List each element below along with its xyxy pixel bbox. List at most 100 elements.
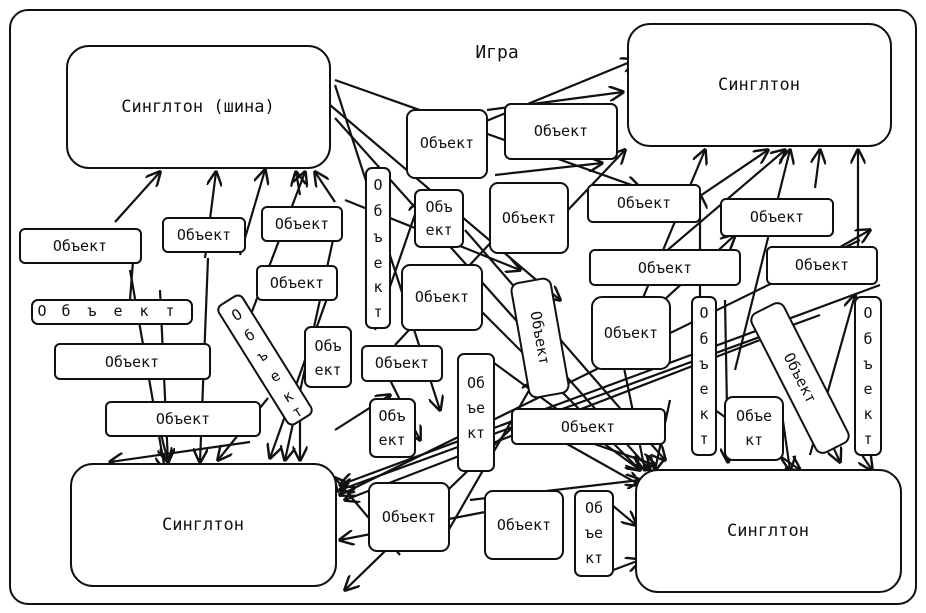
- object-28-letter-4: е: [863, 380, 872, 398]
- object-28: О б ъ е к т: [854, 296, 882, 456]
- object-14: Объект: [401, 264, 483, 331]
- object-26-letter-5: к: [373, 278, 382, 296]
- object-8: Объект: [504, 103, 618, 160]
- object-4: Объект: [256, 265, 338, 301]
- object-21: Объ ект: [304, 326, 352, 388]
- object-19-label: Объект: [497, 516, 551, 534]
- object-21-line-2: ект: [314, 361, 341, 379]
- object-29-letter-1: О: [37, 302, 46, 320]
- object-10-label: Объект: [617, 194, 671, 212]
- object-29-letter-6: т: [165, 302, 174, 320]
- object-15: Объект: [591, 296, 671, 370]
- arrow-49: [340, 313, 821, 490]
- object-26-letter-4: е: [373, 254, 382, 272]
- object-31: Объект: [510, 277, 570, 399]
- arrow-32: [733, 150, 790, 371]
- object-28-letter-6: т: [863, 430, 872, 448]
- object-16: Объект: [361, 345, 443, 382]
- object-27: О б ъ е к т: [691, 296, 717, 456]
- arrow-57: [862, 455, 872, 470]
- object-14-label: Объект: [415, 288, 469, 306]
- arrow-27: [494, 163, 602, 177]
- object-22-line-1: Объ: [378, 407, 405, 425]
- object-26-letter-1: О: [373, 176, 382, 194]
- object-26: О б ъ е к т: [365, 167, 391, 329]
- object-3-label: Объект: [275, 215, 329, 233]
- singleton-bottom-left-label: Синглтон: [162, 515, 244, 535]
- object-5-label: Объект: [105, 353, 159, 371]
- object-23-line-1: Объе: [736, 407, 772, 425]
- object-27-letter-2: б: [699, 330, 708, 348]
- object-25-line-1: Об: [585, 499, 603, 517]
- object-1-label: Объект: [53, 237, 107, 255]
- object-23-line-2: кт: [745, 431, 763, 449]
- object-27-letter-3: ъ: [699, 355, 708, 373]
- object-19: Объект: [484, 490, 564, 560]
- object-20: Объ ект: [414, 189, 464, 248]
- singleton-bottom-left: Синглтон: [70, 463, 337, 587]
- object-12-label: Объект: [638, 259, 692, 277]
- object-7-label: Объект: [420, 134, 474, 152]
- arrow-24: [110, 440, 251, 462]
- object-29-letter-4: е: [113, 302, 122, 320]
- object-18: Объект: [368, 482, 450, 552]
- arrow-11: [243, 172, 305, 331]
- arrow-1: [114, 172, 160, 223]
- object-29-letter-5: к: [139, 302, 148, 320]
- object-6-label: Объект: [156, 410, 210, 428]
- singleton-top-left: Синглтон (шина): [66, 45, 331, 169]
- object-2-label: Объект: [177, 226, 231, 244]
- object-32: Объект: [750, 302, 850, 454]
- arrow-60: [559, 439, 640, 485]
- object-15-label: Объект: [604, 324, 658, 342]
- singleton-bottom-right: Синглтон: [635, 469, 902, 593]
- object-10: Объект: [587, 184, 701, 223]
- object-9: Объект: [489, 182, 569, 254]
- arrow-5: [315, 172, 336, 203]
- arrow-13: [270, 289, 332, 458]
- object-20-line-2: ект: [425, 221, 452, 239]
- singleton-top-right: Синглтон: [627, 23, 892, 147]
- object-23: Объе кт: [724, 396, 784, 461]
- object-29-letter-3: ъ: [87, 302, 96, 320]
- object-21-line-1: Объ: [314, 337, 341, 355]
- singleton-bottom-right-label: Синглтон: [727, 521, 809, 541]
- game-frame: [9, 9, 917, 605]
- object-25-line-2: ъе: [585, 524, 603, 542]
- object-28-letter-3: ъ: [863, 355, 872, 373]
- object-18-label: Объект: [382, 508, 436, 526]
- object-1: Объект: [19, 228, 142, 264]
- object-25-line-3: кт: [585, 549, 603, 567]
- object-13: Объект: [766, 246, 878, 285]
- object-27-letter-1: О: [699, 304, 708, 322]
- object-11: Объект: [720, 198, 834, 237]
- arrow-31: [649, 150, 785, 266]
- object-8-label: Объект: [534, 122, 588, 140]
- object-29-letter-2: б: [61, 302, 70, 320]
- object-17: Объект: [511, 408, 666, 445]
- object-13-label: Объект: [795, 256, 849, 274]
- object-9-label: Объект: [502, 209, 556, 227]
- object-24: Об ъе кт: [457, 353, 495, 472]
- object-27-letter-5: к: [699, 405, 708, 423]
- object-26-letter-2: б: [373, 202, 382, 220]
- object-24-line-2: ъе: [467, 399, 485, 417]
- object-27-letter-6: т: [699, 430, 708, 448]
- object-26-letter-3: ъ: [373, 228, 382, 246]
- object-2: Объект: [162, 217, 246, 253]
- object-24-line-3: кт: [467, 424, 485, 442]
- object-16-label: Объект: [375, 354, 429, 372]
- object-28-letter-1: О: [863, 304, 872, 322]
- object-28-letter-5: к: [863, 405, 872, 423]
- object-22-line-2: ект: [378, 431, 405, 449]
- object-7: Объект: [406, 109, 488, 179]
- object-27-letter-4: е: [699, 380, 708, 398]
- object-24-line-1: Об: [467, 374, 485, 392]
- singleton-top-left-label: Синглтон (шина): [121, 97, 275, 117]
- object-6: Объект: [105, 401, 261, 437]
- object-4-label: Объект: [270, 274, 324, 292]
- object-11-label: Объект: [750, 208, 804, 226]
- arrow-33: [815, 150, 820, 189]
